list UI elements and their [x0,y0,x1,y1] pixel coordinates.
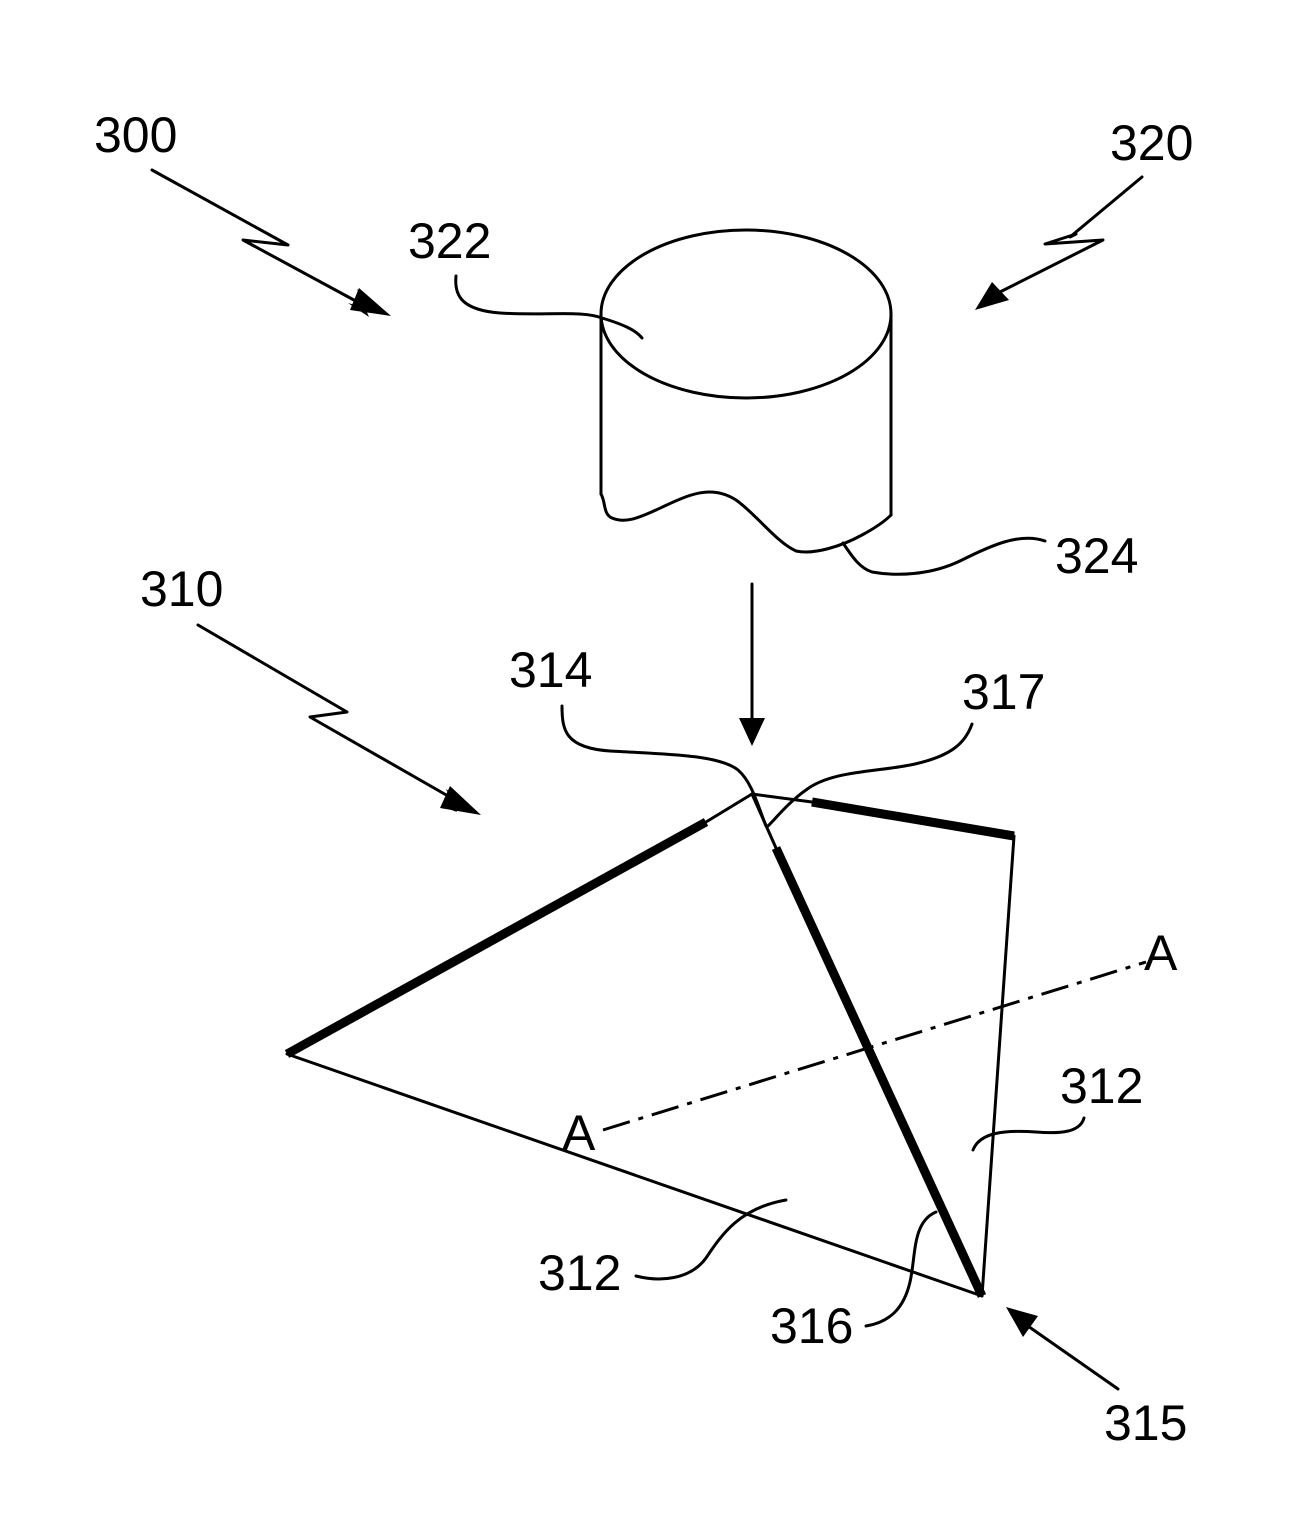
leader-324 [843,538,1045,574]
label-314: 314 [509,642,592,698]
label-axis-a-upper: A [1144,925,1178,981]
label-317: 317 [962,664,1045,720]
label-310: 310 [140,561,223,617]
leader-312-right [973,1118,1084,1150]
arrow-315 [1006,1307,1118,1389]
label-312-right: 312 [1060,1058,1143,1114]
arrow-310 [198,625,481,815]
edge-apex-to-left [706,794,752,822]
cylinder-top-face [601,230,891,398]
edge-apex-to-right-top [752,794,812,802]
label-300: 300 [94,107,177,163]
arrow-320 [975,177,1142,310]
label-322: 322 [408,213,491,269]
label-324: 324 [1055,528,1138,584]
tetrahedron [287,794,1014,1296]
leader-322 [456,276,642,338]
label-axis-a-lower: A [562,1105,596,1161]
label-315: 315 [1104,1395,1187,1451]
arrow-300 [152,170,391,317]
label-316: 316 [770,1298,853,1354]
leader-312-left [636,1200,786,1279]
leader-314 [562,706,766,826]
thick-edge-left [287,822,706,1054]
downward-arrow [739,584,765,746]
label-312-left: 312 [538,1245,621,1301]
label-320: 320 [1110,115,1193,171]
cylinder [601,230,891,552]
thick-edge-316 [776,848,982,1296]
cylinder-wavy-bottom [601,492,891,552]
thick-edge-right-top [812,802,1014,836]
edge-right-vertical [982,836,1014,1296]
edge-bottom [287,1054,982,1296]
